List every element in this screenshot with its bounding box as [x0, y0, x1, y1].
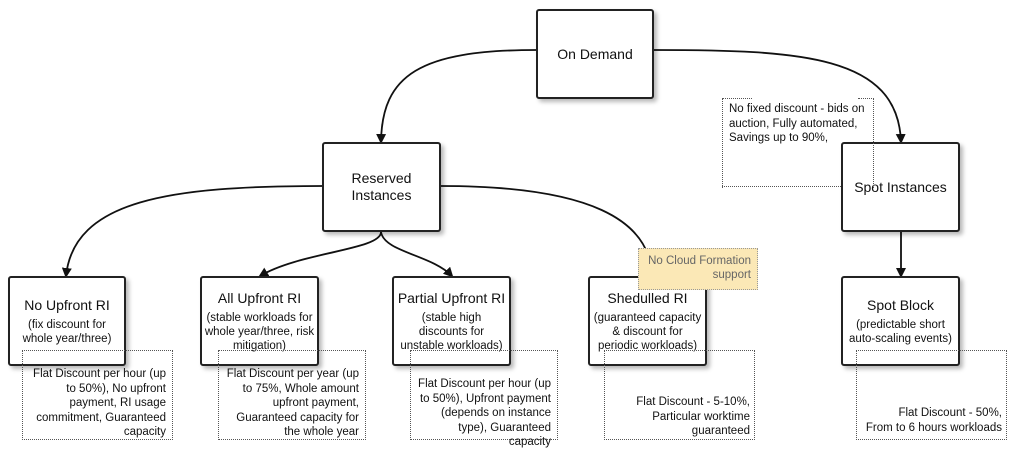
node-scheduled-title: Shedulled RI [607, 289, 688, 306]
edge-reserved-partial [380, 231, 454, 278]
node-no-upfront-ri[interactable]: No Upfront RI (fix discount for whole ye… [8, 276, 126, 366]
node-partial-upfront-ri[interactable]: Partial Upfront RI (stable high discount… [392, 276, 511, 366]
node-no-upfront-subtitle: (fix discount for whole year/three) [22, 318, 112, 345]
warning-text: No Cloud Formation support [648, 255, 751, 281]
note-no-upfront-text: Flat Discount per hour (up to 50%), No u… [33, 368, 166, 438]
note-scheduled-text: Flat Discount - 5-10%, Particular workti… [636, 396, 750, 437]
edge-ondemand-reserved [376, 49, 537, 144]
node-scheduled-subtitle: (guaranteed capacity & discount for peri… [593, 311, 702, 352]
node-reserved-instances[interactable]: Reserved Instances [322, 142, 441, 232]
note-partial-upfront-text: Flat Discount per hour (up to 50%), Upfr… [418, 378, 551, 448]
node-reserved-title: Reserved Instances [351, 170, 412, 203]
note-spot: No fixed discount - bids on auction, Ful… [722, 98, 874, 188]
node-spot-block[interactable]: Spot Block (predictable short auto-scali… [841, 276, 960, 366]
node-spot-block-subtitle: (predictable short auto-scaling events) [849, 318, 952, 345]
note-no-upfront: Flat Discount per hour (up to 50%), No u… [22, 350, 173, 440]
note-partial-upfront: Flat Discount per hour (up to 50%), Upfr… [410, 350, 558, 448]
node-spot-instances-title: Spot Instances [854, 178, 947, 195]
warning-no-cloud-formation: No Cloud Formation support [638, 248, 758, 290]
note-all-upfront-text: Flat Discount per year (up to 75%, Whole… [226, 368, 359, 438]
node-on-demand-title: On Demand [557, 45, 633, 62]
node-spot-block-title: Spot Block [867, 296, 934, 313]
note-spot-top-line-right [858, 98, 874, 99]
edge-reserved-allupfront [258, 231, 382, 278]
note-spot-text: No fixed discount - bids on auction, Ful… [729, 103, 865, 144]
note-all-upfront: Flat Discount per year (up to 75%, Whole… [218, 350, 366, 440]
node-all-upfront-ri[interactable]: All Upfront RI (stable workloads for who… [200, 276, 319, 366]
node-spot-instances[interactable]: Spot Instances [841, 142, 960, 232]
note-scheduled: Flat Discount - 5-10%, Particular workti… [604, 350, 755, 440]
node-all-upfront-title: All Upfront RI [217, 289, 302, 306]
edge-reserved-scheduled [440, 185, 657, 278]
node-partial-upfront-subtitle: (stable high discounts for unstable work… [400, 311, 503, 352]
node-on-demand[interactable]: On Demand [536, 9, 654, 99]
note-spot-top-line [722, 98, 752, 99]
node-no-upfront-title: No Upfront RI [24, 296, 110, 313]
node-partial-upfront-title: Partial Upfront RI [397, 289, 506, 306]
note-spot-block-text: Flat Discount - 50%, From to 6 hours wor… [865, 407, 1002, 434]
node-all-upfront-subtitle: (stable workloads for whole year/three, … [204, 311, 315, 352]
note-spot-bottom-line [722, 186, 841, 187]
edge-reserved-noupfront [61, 185, 323, 278]
edge-ondemand-spot [653, 49, 906, 144]
note-spot-block: Flat Discount - 50%, From to 6 hours wor… [856, 350, 1007, 440]
